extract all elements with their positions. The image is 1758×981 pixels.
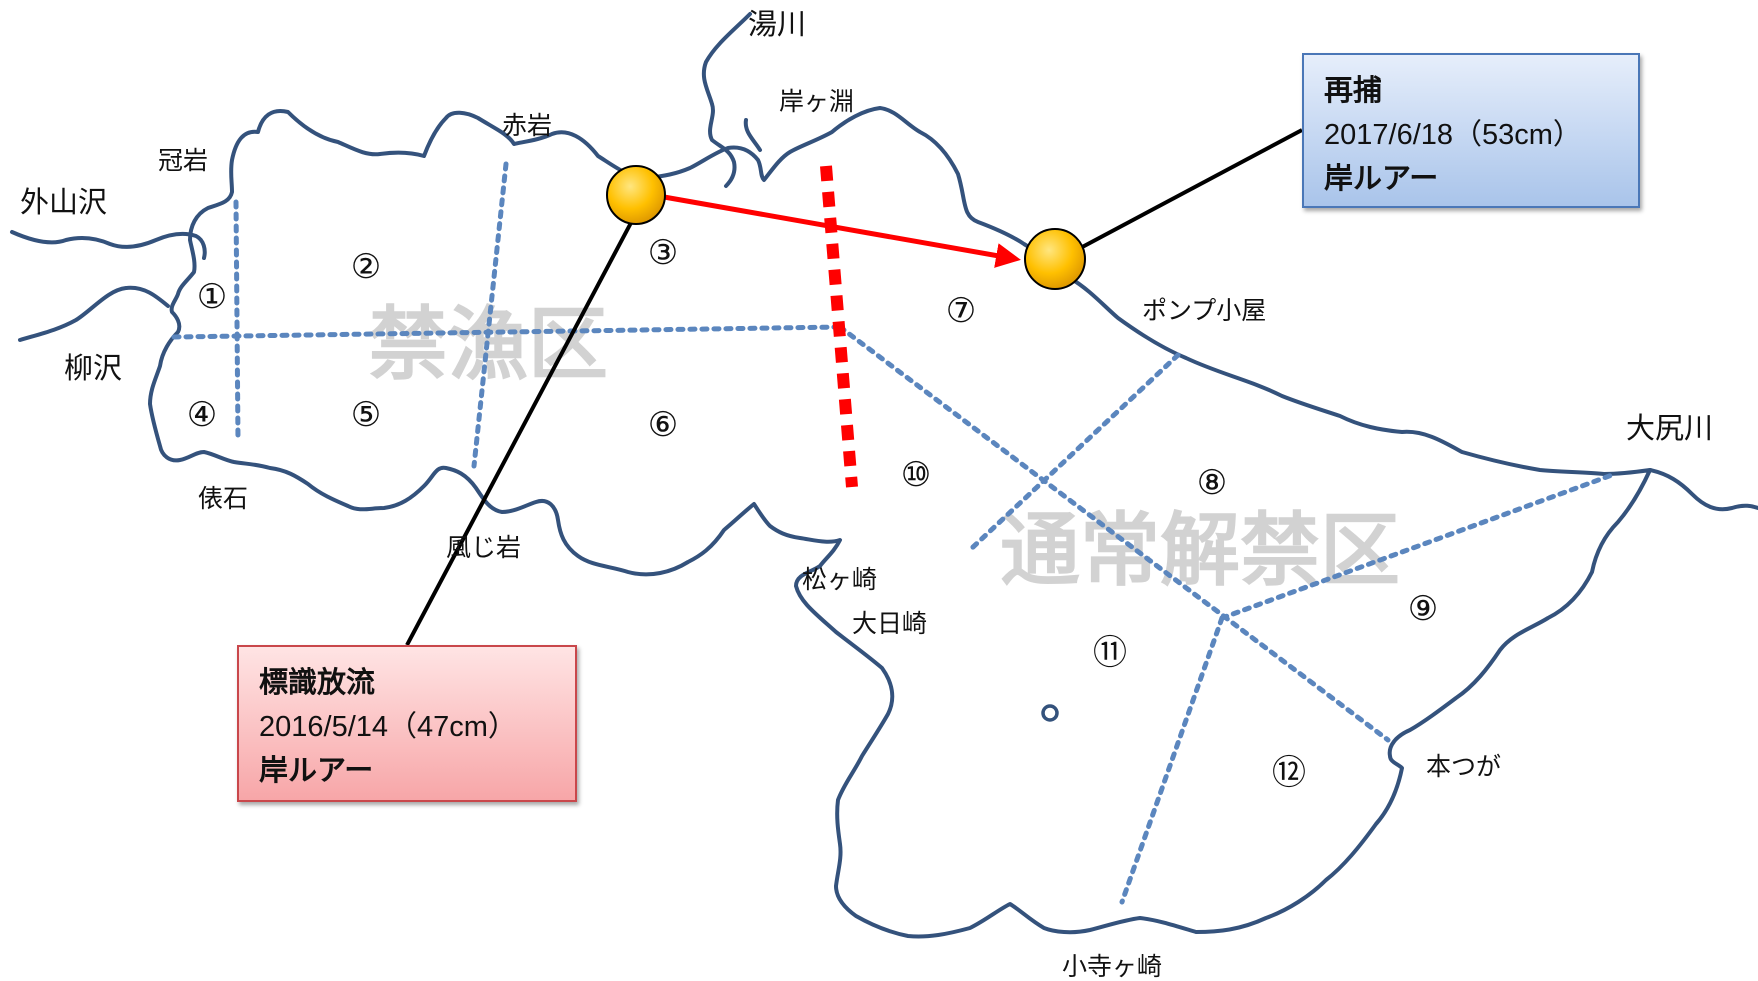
release-method: 岸ルアー — [259, 755, 374, 787]
zone-number: ⑧ — [1197, 463, 1227, 503]
place-name-akaiwa: 赤岩 — [502, 111, 552, 140]
place-name-tawaraishi: 俵石 — [198, 484, 248, 513]
zone-number: ⑥ — [648, 405, 678, 445]
zone-divider — [171, 324, 843, 340]
toyamasawa-stream — [10, 230, 207, 260]
yanagisawa-stream — [18, 285, 170, 342]
zone-number: ⑦ — [946, 291, 976, 331]
place-name-ohinosaki: 大日崎 — [852, 609, 927, 638]
zone-number: ⑤ — [351, 395, 381, 435]
zone-number: ⑪ — [1093, 633, 1127, 673]
closed-area-boundary — [820, 165, 858, 488]
zone-divider — [233, 199, 241, 443]
recapture-title: 再捕 — [1324, 75, 1383, 107]
place-name-pump-hut: ポンプ小屋 — [1142, 296, 1266, 325]
zone-number: ① — [197, 277, 227, 317]
yukawa-river — [701, 12, 752, 188]
place-name-yanagisawa: 柳沢 — [64, 351, 122, 385]
place-name-oshirikawa: 大尻川 — [1626, 411, 1713, 445]
recapture-point-marker — [1024, 228, 1086, 290]
release-point-marker — [606, 165, 666, 225]
place-name-yukawa: 湯川 — [748, 7, 806, 41]
recapture-method: 岸ルアー — [1324, 163, 1439, 195]
place-name-kishigafuchi: 岸ヶ淵 — [779, 87, 854, 116]
place-name-kazeiwa: 風じ岩 — [446, 533, 521, 562]
place-name-kodera: 小寺ヶ崎 — [1062, 952, 1162, 981]
zone-divider — [837, 324, 1391, 743]
zone-number: ② — [351, 247, 381, 287]
zone-divider — [969, 352, 1181, 551]
zone-divider — [1119, 615, 1225, 905]
shoreline — [148, 106, 1652, 939]
zone-divider — [471, 161, 509, 469]
zone-divider — [1219, 472, 1615, 621]
recapture-callout: 再捕 2017/6/18（53cm） 岸ルアー — [1302, 53, 1640, 208]
place-name-hontsuga: 本つが — [1426, 752, 1501, 781]
yukawa-river-bank — [743, 118, 762, 152]
release-date-size: 2016/5/14（47cm） — [259, 711, 517, 743]
zone-number: ⑨ — [1408, 589, 1438, 629]
oshirikawa-river — [1648, 468, 1758, 512]
release-title: 標識放流 — [259, 667, 376, 699]
recapture-date-size: 2017/6/18（53cm） — [1324, 119, 1582, 151]
place-name-toyamasawa: 外山沢 — [20, 185, 107, 219]
zone-number: ③ — [648, 233, 678, 273]
place-name-matsugasaki: 松ヶ崎 — [802, 565, 877, 594]
open-area-label: 通常解禁区 — [1000, 504, 1400, 597]
island — [1041, 704, 1059, 722]
release-callout: 標識放流 2016/5/14（47cm） 岸ルアー — [237, 645, 577, 802]
release-leader-line — [405, 218, 635, 646]
movement-arrow — [663, 194, 1021, 268]
zone-number: ⑩ — [901, 455, 931, 495]
zone-number: ⑫ — [1272, 753, 1306, 793]
place-name-kanmuriiwa: 冠岩 — [158, 146, 208, 175]
recapture-leader-line — [1055, 128, 1303, 263]
zone-number: ④ — [187, 395, 217, 435]
